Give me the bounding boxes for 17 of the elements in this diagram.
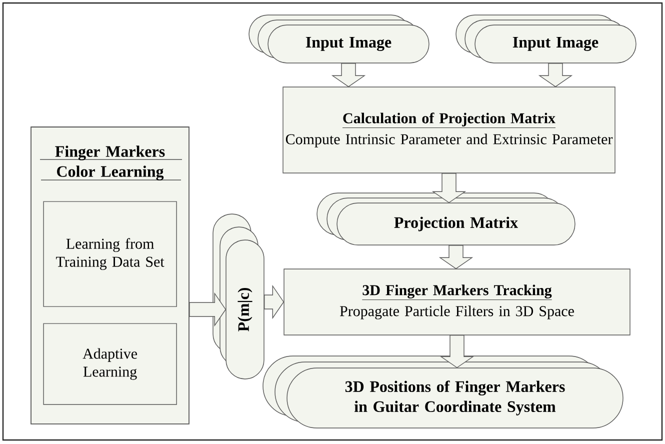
block-arrow	[538, 63, 573, 88]
block-arrow	[331, 63, 366, 88]
block-arrow	[438, 245, 474, 270]
stacked-pill: Input Image	[456, 14, 636, 64]
block-arrow	[189, 292, 226, 327]
stacked-pill: 3D Positions of Finger Markers in Guitar Coordinate System	[262, 356, 624, 428]
process-box: Adaptive Learning	[43, 323, 177, 405]
stacked-pill: Projection Matrix	[316, 192, 576, 246]
block-arrow	[440, 334, 474, 368]
stacked-pill: P(m|c)	[212, 214, 264, 380]
stacked-pill: Input Image	[248, 14, 430, 64]
process-box: Calculation of Projection Matrix Compute Intrinsic Parameter and Extrinsic Parameter	[282, 86, 616, 174]
group-heading: Finger Markers Color Learning	[40, 146, 182, 180]
block-arrow	[264, 284, 284, 320]
process-box: 3D Finger Markers Tracking Propagate Particle Filters in 3D Space	[284, 268, 630, 336]
block-arrow	[432, 173, 466, 204]
process-box: Learning from Training Data Set	[43, 201, 177, 307]
